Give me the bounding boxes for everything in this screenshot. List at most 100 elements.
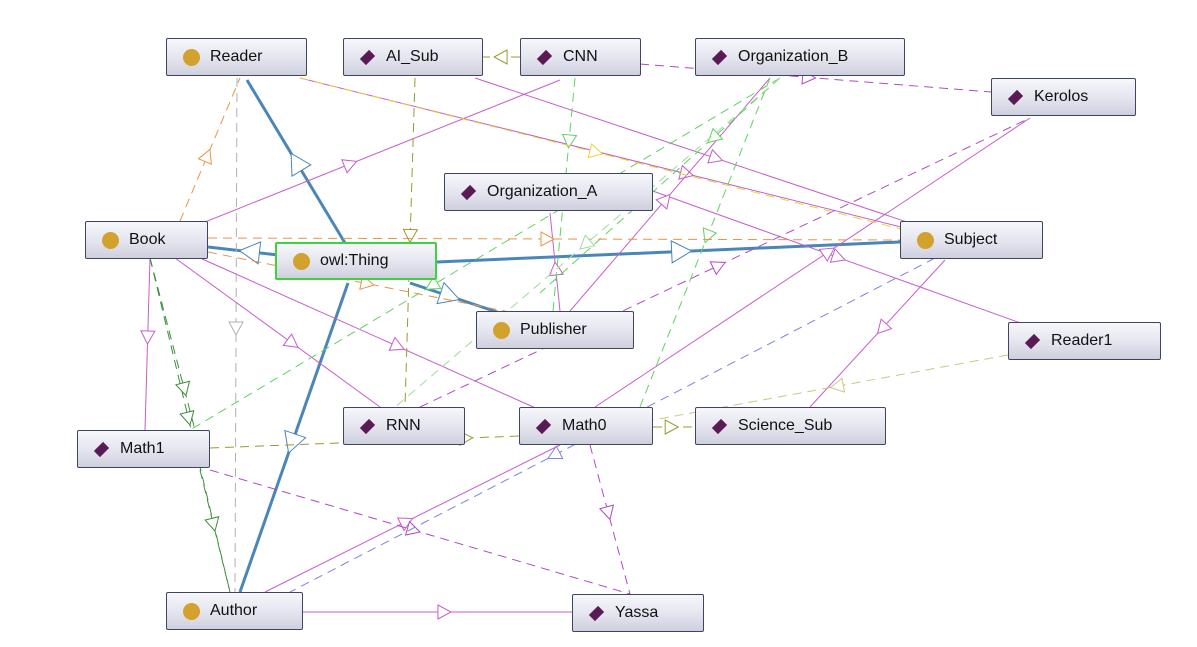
node-yassa[interactable]: Yassa	[572, 594, 704, 632]
node-owl-thing[interactable]: owl:Thing	[275, 242, 437, 280]
node-label: AI_Sub	[386, 48, 439, 65]
edge-arrowhead	[587, 143, 604, 159]
edge-arrowhead	[829, 377, 846, 393]
edge-arrowhead	[437, 604, 453, 620]
graph-edge	[174, 257, 381, 408]
node-math1[interactable]: Math1	[77, 430, 210, 468]
edge-arrowhead	[670, 240, 693, 264]
graph-edge	[404, 77, 416, 408]
edge-arrowhead	[282, 333, 299, 349]
node-label: Math0	[562, 417, 607, 434]
individual-icon	[93, 441, 110, 457]
edge-arrowhead	[284, 429, 307, 454]
individual-icon	[536, 49, 553, 65]
class-icon	[493, 321, 510, 339]
node-label: Author	[210, 602, 258, 619]
edge-arrowhead	[829, 248, 846, 263]
class-icon	[293, 252, 310, 270]
node-label: owl:Thing	[320, 252, 389, 269]
individual-icon	[711, 418, 728, 434]
node-reader1[interactable]: Reader1	[1008, 322, 1161, 360]
edge-arrowhead	[493, 49, 508, 65]
edge-arrowhead	[818, 247, 836, 263]
node-label: Math1	[120, 440, 165, 457]
edge-arrowhead	[436, 281, 461, 305]
individual-icon	[359, 49, 376, 65]
edge-arrowhead	[664, 419, 680, 435]
edge-arrowhead	[655, 193, 671, 210]
node-label: Science_Sub	[738, 417, 833, 434]
edge-arrowhead	[678, 164, 695, 180]
edge-arrowhead	[598, 504, 615, 521]
edge-arrowhead	[238, 241, 262, 265]
graph-edge	[639, 63, 992, 93]
node-label: CNN	[563, 48, 598, 65]
node-kerolos[interactable]: Kerolos	[991, 78, 1136, 116]
class-icon	[917, 231, 934, 249]
node-rnn[interactable]: RNN	[343, 407, 465, 445]
node-reader[interactable]: Reader	[166, 38, 307, 76]
edge-arrowhead	[290, 152, 312, 178]
node-math0[interactable]: Math0	[519, 407, 653, 445]
node-label: Book	[129, 231, 166, 248]
graph-edge	[474, 77, 926, 229]
edge-arrowhead	[204, 516, 220, 533]
edge-arrowhead	[547, 445, 564, 460]
node-publisher[interactable]: Publisher	[476, 311, 634, 349]
edge-arrowhead	[707, 127, 724, 144]
node-author[interactable]: Author	[166, 592, 303, 630]
graph-edge	[199, 257, 541, 411]
edge-arrowhead	[707, 148, 724, 164]
class-icon	[183, 602, 200, 620]
edge-arrowhead	[175, 380, 191, 397]
individual-icon	[711, 49, 728, 65]
node-label: Publisher	[520, 321, 587, 338]
graph-edge	[436, 240, 901, 264]
edge-arrowhead	[140, 330, 156, 346]
individual-icon	[588, 605, 605, 621]
edge-arrowhead	[709, 261, 726, 276]
node-label: Yassa	[615, 604, 659, 621]
edge-arrowhead	[579, 234, 596, 250]
node-book[interactable]: Book	[85, 221, 208, 259]
node-label: RNN	[386, 417, 421, 434]
edge-arrowhead	[425, 275, 442, 290]
graph-edge	[189, 79, 561, 229]
edge-arrowhead	[702, 227, 718, 244]
graph-edge	[594, 117, 1031, 408]
node-label: Kerolos	[1034, 88, 1089, 105]
node-label: Organization_A	[487, 183, 598, 200]
individual-icon	[460, 184, 477, 200]
graph-edge	[299, 77, 906, 229]
node-label: Organization_B	[738, 48, 849, 65]
node-science-sub[interactable]: Science_Sub	[695, 407, 886, 445]
individual-icon	[1007, 89, 1024, 105]
class-icon	[183, 48, 200, 66]
node-subject[interactable]: Subject	[900, 221, 1043, 259]
edge-arrowhead	[388, 336, 405, 351]
individual-icon	[535, 418, 552, 434]
graph-edge	[552, 77, 576, 312]
graph-edge	[189, 77, 781, 431]
node-label: Reader1	[1051, 332, 1113, 349]
node-label: Reader	[210, 48, 263, 65]
class-icon	[102, 231, 119, 249]
edge-arrowhead	[228, 321, 244, 337]
individual-icon	[1024, 333, 1041, 349]
node-organization-b[interactable]: Organization_B	[695, 38, 905, 76]
edge-arrowhead	[197, 148, 213, 165]
edge-arrowhead	[876, 318, 893, 335]
individual-icon	[359, 418, 376, 434]
node-label: Subject	[944, 231, 998, 248]
edge-arrowhead	[402, 228, 419, 244]
graph-edge	[539, 77, 781, 294]
graph-edge	[149, 257, 196, 431]
node-organization-a[interactable]: Organization_A	[444, 173, 653, 211]
node-cnn[interactable]: CNN	[520, 38, 641, 76]
edge-arrowhead	[341, 159, 358, 174]
edge-arrowhead	[561, 133, 578, 149]
node-ai-sub[interactable]: AI_Sub	[343, 38, 483, 76]
edge-arrowhead	[540, 231, 556, 247]
